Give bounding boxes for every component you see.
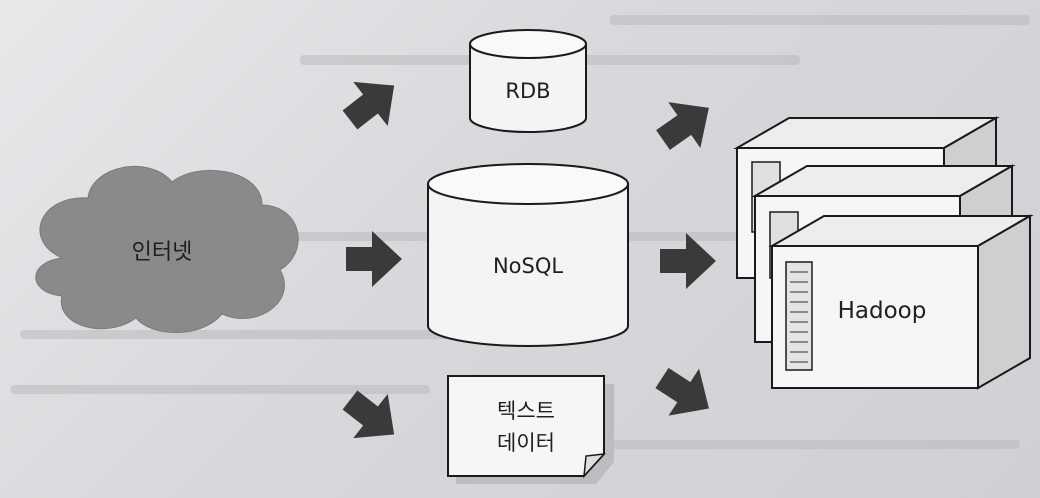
internet-cloud: 인터넷 bbox=[35, 166, 299, 333]
cloud-shape bbox=[35, 166, 299, 333]
arrow-text-to-hadoop bbox=[655, 367, 709, 416]
rdb-top bbox=[469, 29, 587, 59]
arrows-to-hadoop bbox=[655, 102, 716, 416]
rdb-label: RDB bbox=[505, 79, 550, 103]
arrow-to-nosql bbox=[346, 231, 402, 287]
server-front bbox=[768, 214, 1034, 390]
nosql-body bbox=[427, 183, 629, 347]
server-front-vent-slots bbox=[790, 271, 808, 363]
document-fold bbox=[583, 453, 606, 479]
rdb-body bbox=[469, 43, 587, 133]
hadoop-cluster: Hadoop bbox=[733, 116, 1034, 390]
hadoop-label: Hadoop bbox=[838, 298, 927, 324]
arrow-rdb-to-hadoop bbox=[656, 102, 709, 150]
arrow-to-rdb bbox=[342, 81, 395, 130]
nosql-label: NoSQL bbox=[493, 254, 563, 278]
arrow-to-text-data bbox=[342, 390, 395, 439]
text-data-label-line1: 텍스트 bbox=[497, 399, 555, 423]
server-front-side bbox=[977, 214, 1031, 390]
rdb-cylinder: RDB bbox=[469, 29, 587, 133]
internet-label: 인터넷 bbox=[132, 240, 193, 265]
nosql-top bbox=[427, 163, 629, 205]
server-front-vent bbox=[785, 261, 813, 371]
arrows-ingest bbox=[342, 81, 402, 439]
text-data-label-line2: 데이터 bbox=[497, 431, 555, 455]
nosql-cylinder: NoSQL bbox=[427, 163, 629, 347]
text-data-document: 텍스트 데이터 bbox=[447, 375, 614, 484]
arrow-nosql-to-hadoop bbox=[660, 233, 716, 289]
document-sheet bbox=[447, 375, 605, 477]
